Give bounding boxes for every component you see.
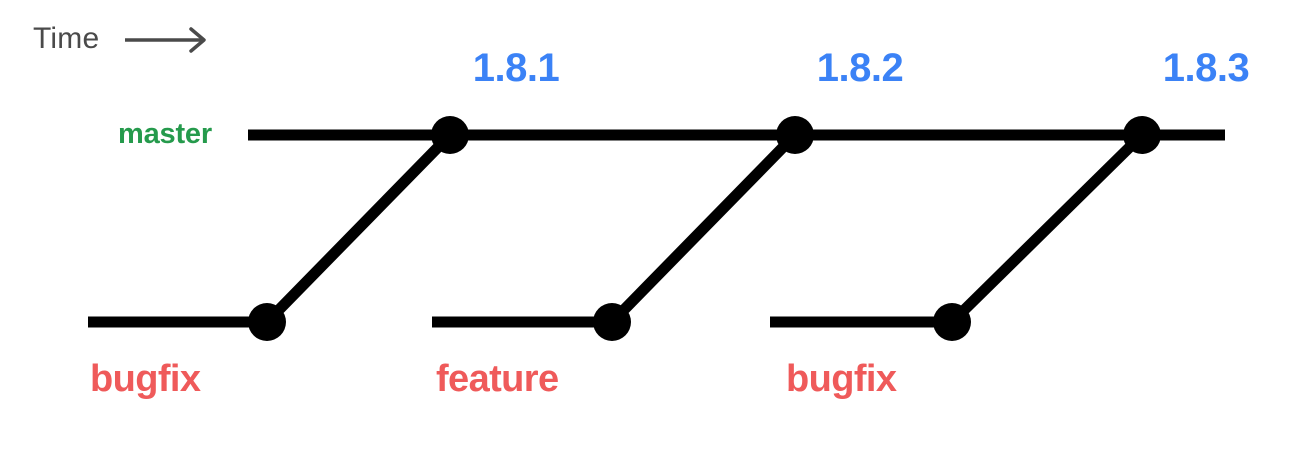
merge-line-3 — [948, 131, 1146, 326]
version-tag-1.8.3: 1.8.3 — [1162, 46, 1250, 90]
branch-node-feature[interactable] — [593, 303, 631, 341]
time-axis-label: Time — [33, 22, 100, 55]
branch-label-bugfix-1: bugfix — [90, 358, 201, 400]
branch-node-bugfix-2[interactable] — [933, 303, 971, 341]
commit-node-1.8.1[interactable] — [431, 116, 469, 154]
commit-node-1.8.2[interactable] — [776, 116, 814, 154]
branch-label-feature: feature — [436, 358, 559, 400]
master-branch-label: master — [118, 118, 212, 150]
merge-line-1 — [263, 131, 454, 326]
version-tag-1.8.2: 1.8.2 — [816, 46, 904, 90]
commit-node-1.8.3[interactable] — [1123, 116, 1161, 154]
arrow-right-icon — [123, 26, 217, 54]
branch-label-bugfix-2: bugfix — [786, 358, 897, 400]
branch-node-bugfix-1[interactable] — [248, 303, 286, 341]
merge-line-2 — [608, 131, 799, 326]
version-tag-1.8.1: 1.8.1 — [472, 46, 560, 90]
